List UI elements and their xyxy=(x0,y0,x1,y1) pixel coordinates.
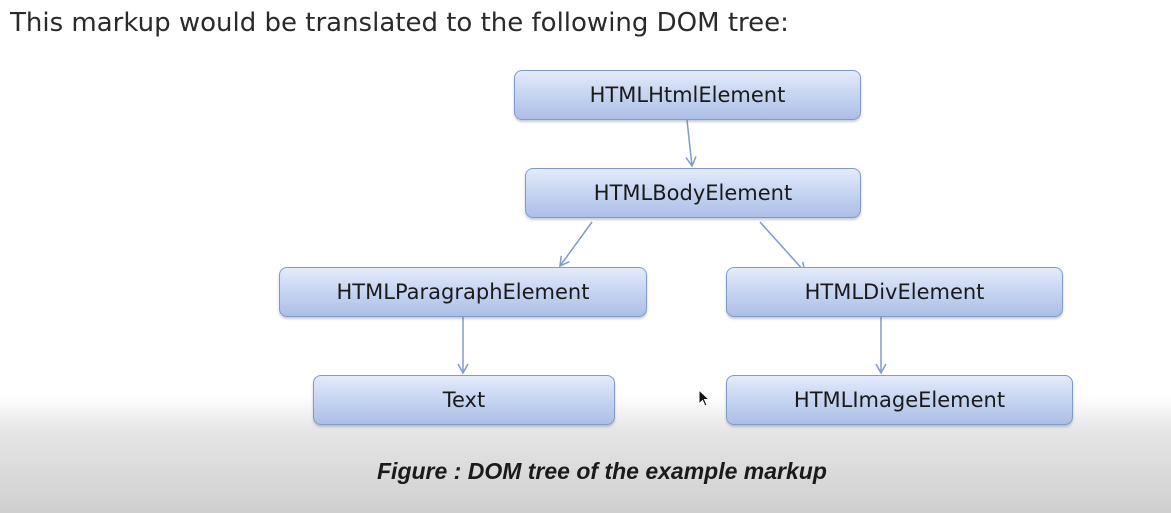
tree-node-image: HTMLImageElement xyxy=(726,375,1073,425)
edge-html-body xyxy=(685,119,697,168)
mouse-pointer-icon xyxy=(698,389,711,407)
tree-node-text: Text xyxy=(313,375,615,425)
tree-node-body: HTMLBodyElement xyxy=(525,168,861,218)
edge-body-paragraph xyxy=(559,221,593,268)
edge-body-div xyxy=(759,221,807,274)
figure-caption: Figure : DOM tree of the example markup xyxy=(377,458,827,484)
page-heading: This markup would be translated to the f… xyxy=(10,8,789,38)
tree-node-html: HTMLHtmlElement xyxy=(514,70,861,120)
tree-node-paragraph: HTMLParagraphElement xyxy=(279,267,647,317)
tree-node-div: HTMLDivElement xyxy=(726,267,1063,317)
